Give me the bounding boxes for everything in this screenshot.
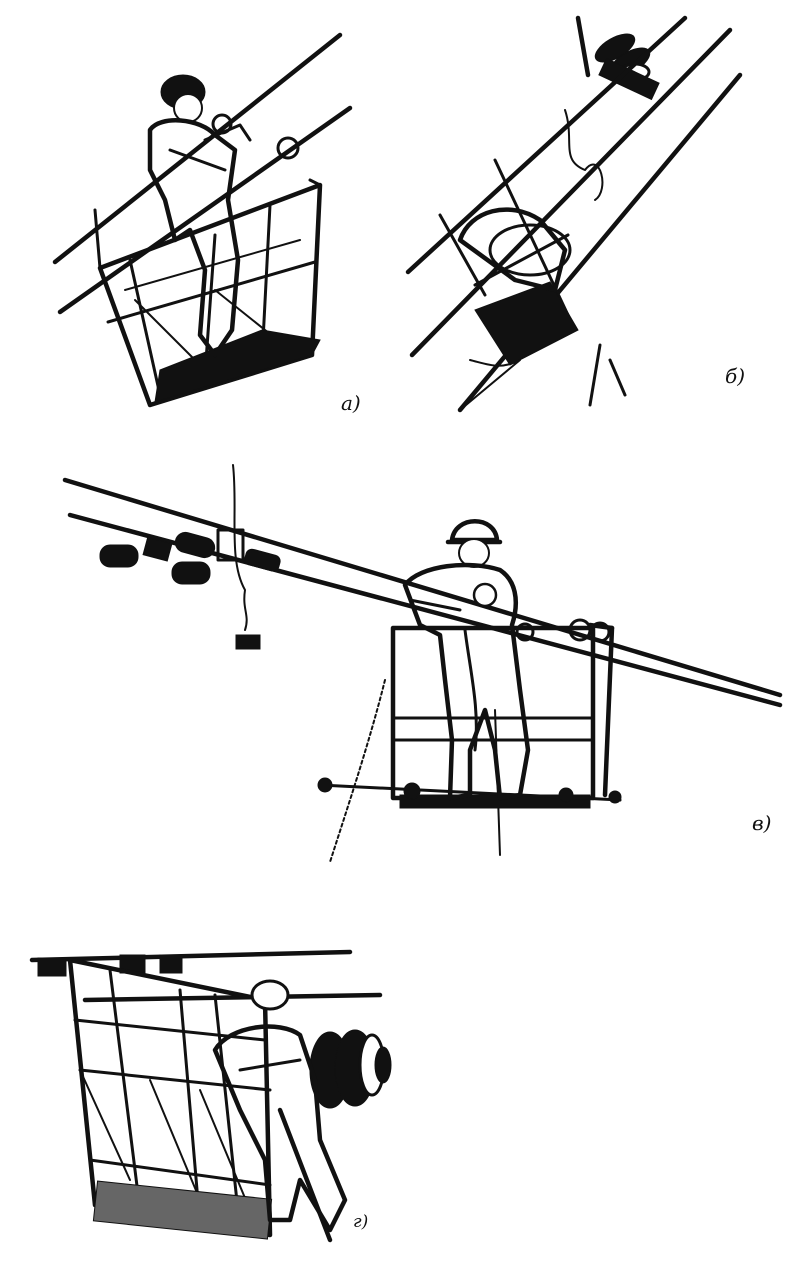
clamp: [37, 957, 67, 977]
figure-label-v: в): [752, 811, 772, 835]
overhead-wire: [457, 72, 743, 413]
figure-label-g: г): [353, 1212, 369, 1232]
rope: [329, 679, 386, 863]
overhead-wire: [62, 477, 783, 698]
illustration-v-drawing: [62, 464, 783, 863]
worker-figure: [147, 74, 252, 358]
overhead-wire: [409, 27, 733, 358]
illustration-a-drawing: [52, 32, 353, 408]
figure-label-b: б): [725, 364, 746, 388]
figure-label-a: а): [341, 391, 361, 415]
worker-figure: [212, 979, 348, 1243]
overhead-wire: [82, 992, 383, 1003]
rope: [232, 464, 248, 631]
cradle-floor: [154, 329, 321, 403]
insulator-string: [575, 15, 660, 101]
insulator-string: [309, 1029, 392, 1109]
illustration-a: а): [0, 0, 400, 440]
overhead-wire: [29, 949, 353, 963]
overhead-wire: [405, 15, 688, 275]
overhead-wire: [57, 105, 353, 315]
trolley-wheel: [276, 136, 300, 160]
illustration-v: в): [0, 450, 802, 870]
worker-figure: [402, 519, 531, 801]
spacer-damper: [99, 528, 281, 585]
cradle: [438, 158, 579, 366]
tool-hook: [235, 634, 261, 650]
illustration-g: г): [0, 940, 420, 1260]
illustration-b-drawing: [405, 15, 743, 413]
illustration-g-drawing: [29, 949, 392, 1243]
illustration-b: б): [400, 0, 802, 440]
clamp: [159, 954, 183, 974]
overhead-wire: [52, 32, 343, 265]
